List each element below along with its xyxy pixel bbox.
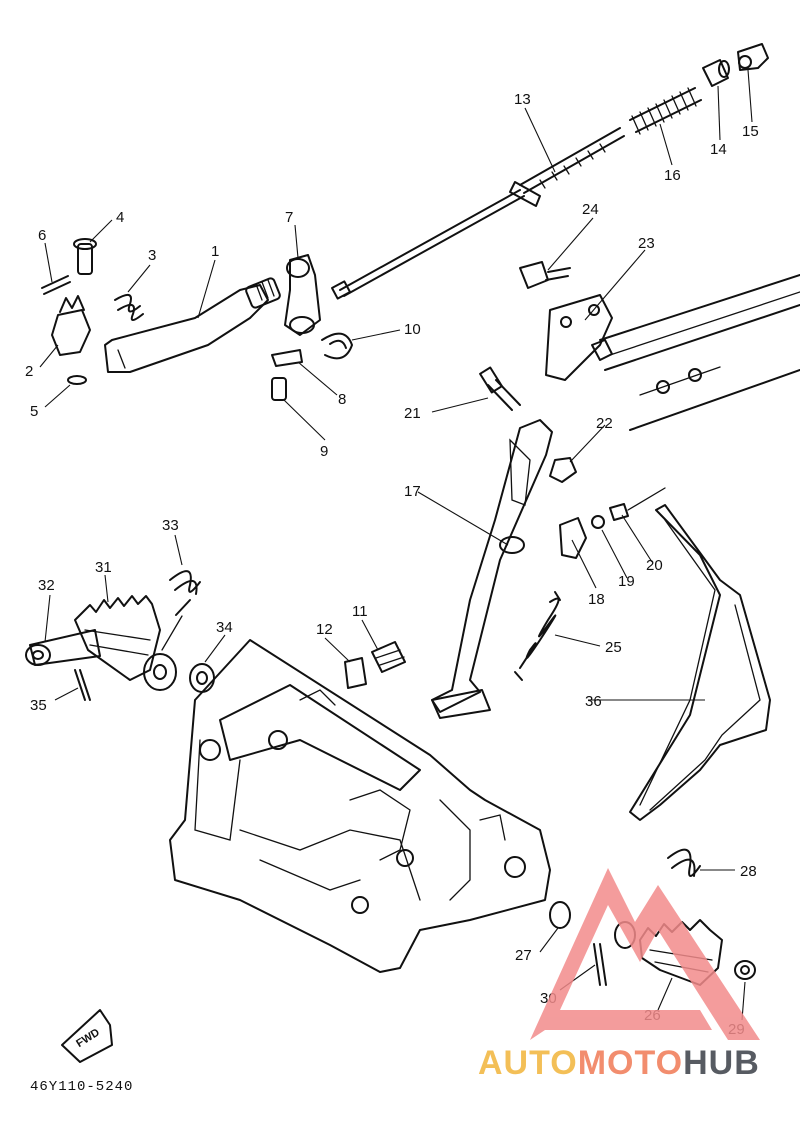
callout-22: 22 <box>596 415 613 432</box>
callout-24: 24 <box>582 201 599 218</box>
callout-3: 3 <box>148 247 156 264</box>
callout-4: 4 <box>116 209 124 226</box>
sidestand-assembly <box>431 261 666 719</box>
callout-21: 21 <box>404 405 421 422</box>
callout-14: 14 <box>710 141 727 158</box>
callout-8: 8 <box>338 391 346 408</box>
callout-10: 10 <box>404 321 421 338</box>
callout-18: 18 <box>588 591 605 608</box>
callout-15: 15 <box>742 123 759 140</box>
callout-31: 31 <box>95 559 112 576</box>
callout-9: 9 <box>320 443 328 460</box>
callout-34: 34 <box>216 619 233 636</box>
callout-16: 16 <box>664 167 681 184</box>
watermark-triangle-icon <box>530 868 760 1040</box>
main-stand <box>629 504 771 821</box>
brake-pedal-assembly <box>41 238 353 401</box>
callout-32: 32 <box>38 577 55 594</box>
callout-28: 28 <box>740 863 757 880</box>
callout-numbers: 1 2 3 4 5 6 7 8 9 10 11 12 13 14 15 16 1… <box>25 91 759 1038</box>
left-footrest-assembly <box>25 570 406 701</box>
callout-17: 17 <box>404 483 421 500</box>
callout-33: 33 <box>162 517 179 534</box>
callout-25: 25 <box>605 639 622 656</box>
callout-23: 23 <box>638 235 655 252</box>
callout-13: 13 <box>514 91 531 108</box>
callout-5: 5 <box>30 403 38 420</box>
callout-19: 19 <box>618 573 635 590</box>
watermark-logo: AUTOMOTOHUB <box>478 868 760 1082</box>
fwd-arrow-icon: FWD <box>61 1009 113 1063</box>
callout-27: 27 <box>515 947 532 964</box>
part-code: 46Y110-5240 <box>30 1079 133 1095</box>
callout-1: 1 <box>211 243 219 260</box>
callout-35: 35 <box>30 697 47 714</box>
callout-7: 7 <box>285 209 293 226</box>
frame <box>169 639 551 973</box>
callout-11: 11 <box>352 603 368 620</box>
watermark-text: AUTOMOTOHUB <box>478 1044 760 1082</box>
frame-rails <box>599 274 800 431</box>
leader-lines <box>39 69 753 1021</box>
callout-36: 36 <box>585 693 602 710</box>
callout-20: 20 <box>646 557 663 574</box>
brake-rod-assembly <box>331 43 769 300</box>
callout-6: 6 <box>38 227 46 244</box>
callout-12: 12 <box>316 621 333 638</box>
callout-2: 2 <box>25 363 33 380</box>
